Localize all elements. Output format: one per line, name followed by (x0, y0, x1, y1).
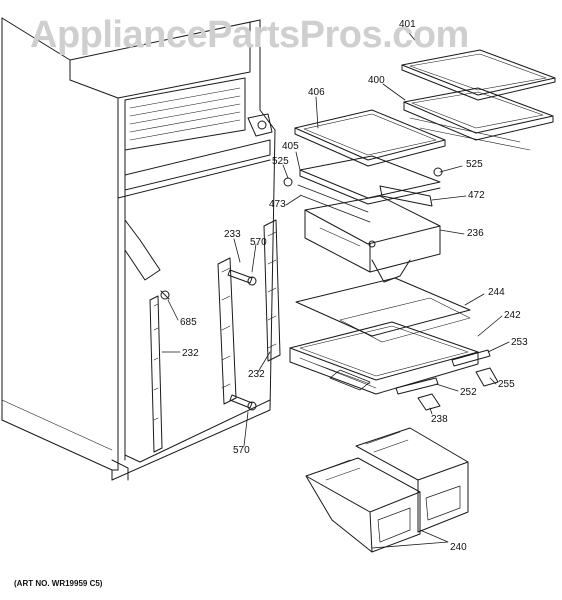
drawer-236 (304, 195, 441, 283)
callout-242: 242 (504, 310, 521, 321)
art-number: (ART NO. WR19959 C5) (14, 579, 103, 588)
callout-240: 240 (450, 542, 467, 553)
shelf-rails (149, 219, 281, 453)
crisper-cover (289, 277, 479, 395)
callout-252: 252 (460, 387, 477, 398)
shelf-frames (283, 155, 443, 223)
callout-255: 255 (498, 379, 515, 390)
callout-473: 473 (269, 199, 286, 210)
callout-472: 472 (468, 190, 485, 201)
watermark-text: AppliancePartsPros.com (30, 14, 469, 56)
crisper-bins (305, 427, 469, 553)
glass-shelves-top (401, 49, 556, 151)
callout-232-right: 232 (248, 369, 265, 380)
callout-236: 236 (467, 228, 484, 239)
callout-406: 406 (308, 87, 325, 98)
callout-401: 401 (399, 19, 416, 30)
callout-570-lower: 570 (233, 445, 250, 456)
glass-shelf-406 (294, 109, 446, 167)
callout-238: 238 (431, 414, 448, 425)
callout-525-left: 525 (272, 156, 289, 167)
leader-lines (161, 27, 510, 549)
callout-232-left: 232 (182, 348, 199, 359)
callout-253: 253 (511, 337, 528, 348)
callout-233: 233 (224, 229, 241, 240)
callout-525-right: 525 (466, 159, 483, 170)
callout-400: 400 (368, 75, 385, 86)
callout-570-upper: 570 (250, 237, 267, 248)
callout-244: 244 (488, 287, 505, 298)
refrigerator-cabinet (1, 17, 276, 481)
small-parts (395, 349, 499, 411)
callout-405: 405 (282, 141, 299, 152)
callout-685: 685 (180, 317, 197, 328)
